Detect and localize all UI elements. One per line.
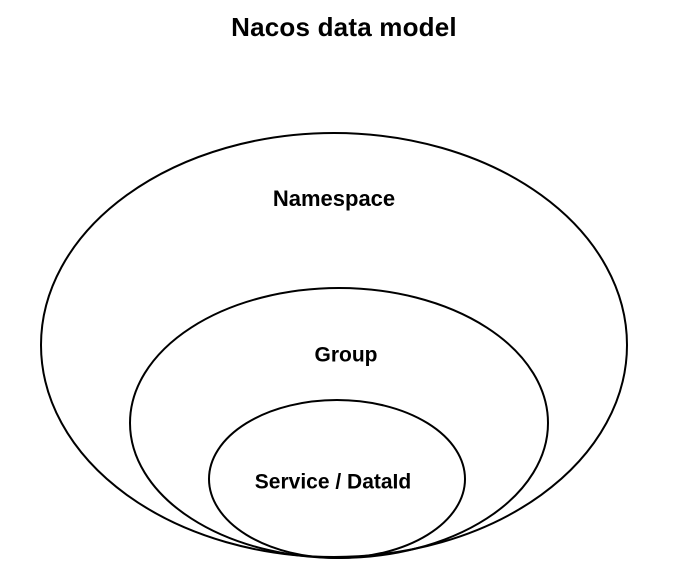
ring-label-namespace: Namespace [272, 185, 396, 211]
ring-label-service-dataid: Service / DataId [254, 470, 412, 494]
ellipse-service-dataid [209, 400, 465, 558]
diagram-title: Nacos data model [231, 12, 457, 42]
ring-label-group: Group [314, 343, 378, 367]
